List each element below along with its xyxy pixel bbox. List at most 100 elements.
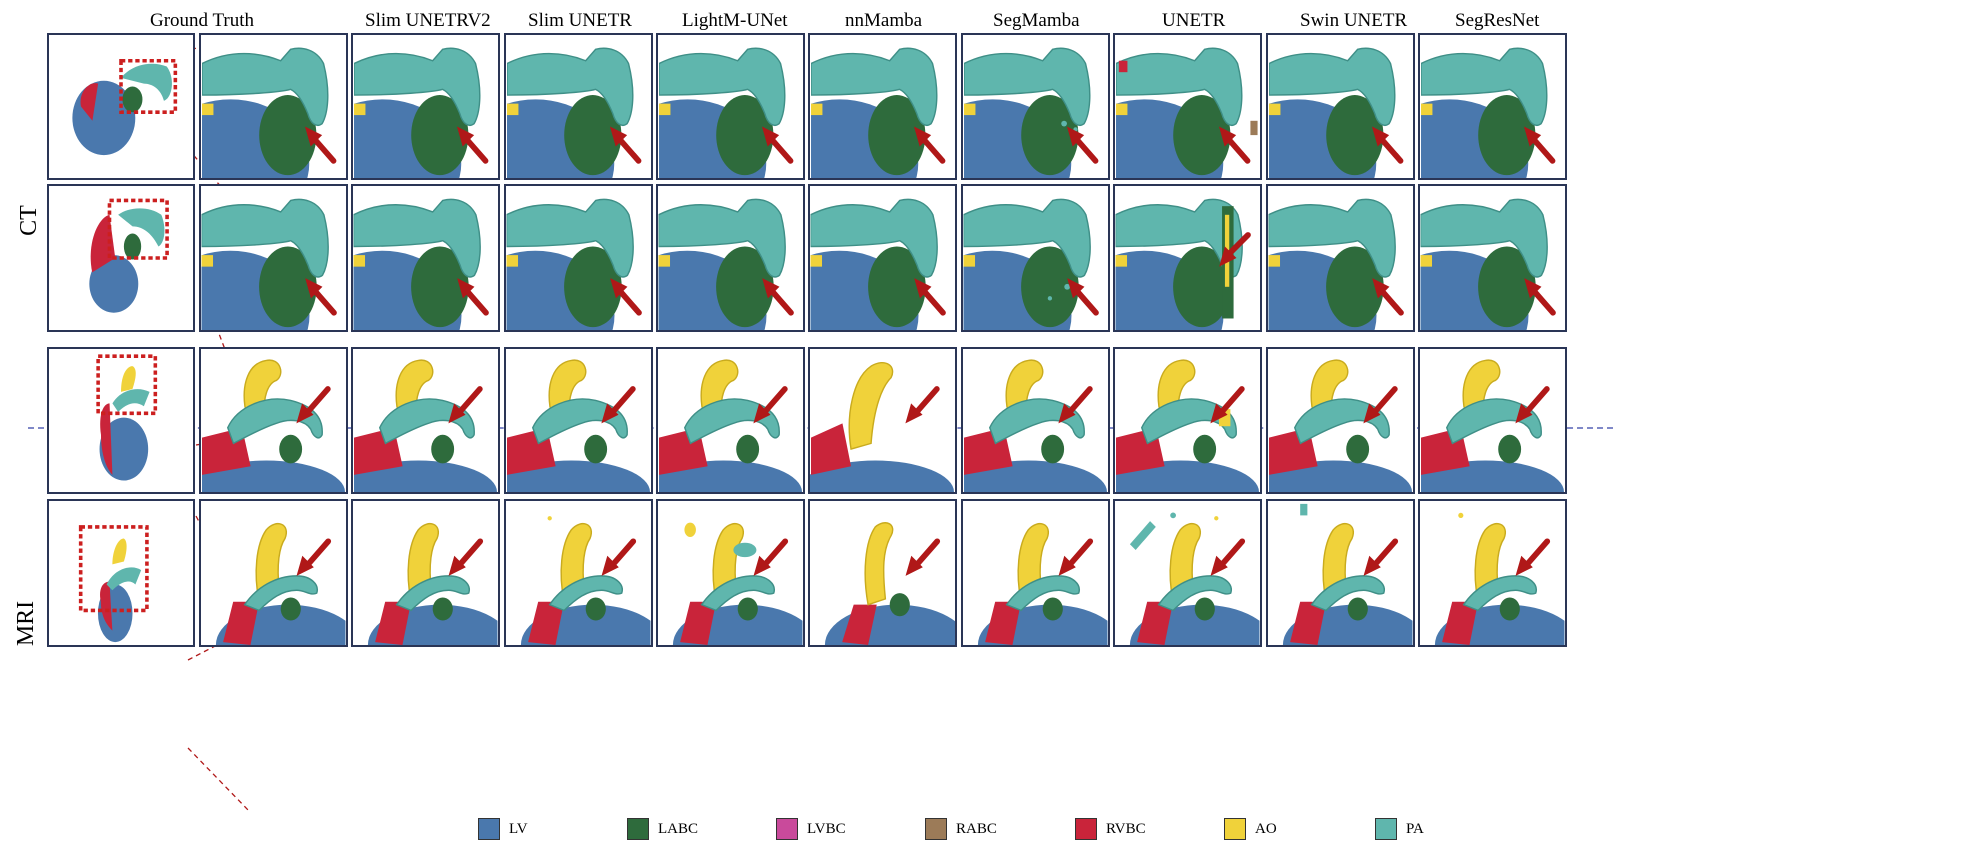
mri-row2-segresnet — [1418, 499, 1567, 647]
ct-row2-lightm-unet — [656, 184, 805, 332]
legend-swatch-rabc — [925, 818, 947, 840]
ct-row1-slim-unetr — [504, 33, 653, 180]
mri-segmentation-image — [963, 501, 1108, 645]
mri-segmentation-image — [506, 516, 651, 645]
column-title-nnmamba: nnMamba — [845, 10, 923, 31]
legend-label: LABC — [658, 820, 699, 837]
ct-row1-unetr — [1113, 33, 1262, 180]
ct-row2-segresnet — [1418, 184, 1567, 332]
mri-row2-segmamba — [961, 499, 1110, 647]
heart-overview-image — [72, 58, 178, 156]
ct-segmentation-image — [658, 35, 803, 178]
ct-row2-segmamba — [961, 184, 1110, 332]
ct-row2-slim-unetr — [504, 184, 653, 332]
ct-segmentation-image — [1115, 35, 1258, 178]
legend-label: AO — [1255, 820, 1277, 837]
legend-swatch-rvbc — [1075, 818, 1097, 840]
ct-segmentation-image — [353, 186, 498, 330]
ct-row1-segresnet — [1418, 33, 1567, 180]
legend-label: PA — [1406, 820, 1424, 837]
mri-segmentation-image — [658, 349, 803, 492]
mri-row1-unetr — [1113, 347, 1262, 494]
mri-row2-unetr — [1113, 499, 1262, 647]
mri-segmentation-image — [201, 349, 346, 492]
column-title-slim-unetrv2: Slim UNETRV2 — [365, 10, 491, 31]
mri-segmentation-image — [353, 349, 498, 492]
mri-segmentation-image — [1420, 512, 1565, 645]
column-title-segresnet: SegResNet — [1455, 10, 1540, 31]
mri-row1-slim-unetrv2 — [351, 347, 500, 494]
ct-row1-ground-truth-overview — [47, 33, 195, 180]
ct-row1-lightm-unet — [656, 33, 805, 180]
structure-legend: LV LABC LVBC RABC RVBC AO PA — [0, 818, 1970, 848]
legend-item-labc: LABC — [627, 818, 698, 840]
ct-segmentation-image — [810, 186, 955, 330]
heart-overview-image — [96, 354, 158, 481]
column-title-slim-unetr: Slim UNETR — [528, 10, 632, 31]
legend-item-ao: AO — [1224, 818, 1277, 840]
mri-segmentation-image — [1115, 349, 1260, 492]
legend-label: LVBC — [807, 820, 846, 837]
legend-swatch-labc — [627, 818, 649, 840]
mri-row2-ground-truth-zoom — [199, 499, 348, 647]
column-title-segmamba: SegMamba — [993, 10, 1080, 31]
column-title-unetr: UNETR — [1162, 10, 1226, 31]
legend-item-rvbc: RVBC — [1075, 818, 1146, 840]
column-title-lightm-unet: LightM-UNet — [682, 10, 788, 31]
mri-row2-swin-unetr — [1266, 499, 1415, 647]
legend-swatch-lvbc — [776, 818, 798, 840]
legend-item-rabc: RABC — [925, 818, 997, 840]
ct-segmentation-image — [963, 35, 1108, 178]
ct-row2-slim-unetrv2 — [351, 184, 500, 332]
mri-row2-slim-unetrv2 — [351, 499, 500, 647]
mri-row1-nnmamba — [808, 347, 957, 494]
ct-row1-swin-unetr — [1266, 33, 1415, 180]
ct-segmentation-image — [963, 186, 1108, 330]
ct-row2-unetr — [1113, 184, 1262, 332]
ct-segmentation-image — [1268, 35, 1413, 178]
legend-swatch-ao — [1224, 818, 1246, 840]
mri-segmentation-image — [1268, 503, 1413, 645]
column-title-swin-unetr: Swin UNETR — [1300, 10, 1408, 31]
legend-label: RABC — [956, 820, 997, 837]
row-label-mri: MRI — [13, 600, 40, 647]
mri-segmentation-image — [658, 522, 803, 645]
mri-segmentation-image — [201, 501, 346, 645]
ct-segmentation-image — [1268, 186, 1413, 330]
ct-row1-ground-truth-zoom — [199, 33, 348, 180]
mri-row2-slim-unetr — [504, 499, 653, 647]
ct-segmentation-image — [1420, 186, 1565, 330]
legend-swatch-pa — [1375, 818, 1397, 840]
mri-segmentation-image — [506, 349, 651, 492]
ct-segmentation-image — [201, 35, 346, 178]
ct-row2-nnmamba — [808, 184, 957, 332]
mri-row1-slim-unetr — [504, 347, 653, 494]
mri-row1-segmamba — [961, 347, 1110, 494]
mri-row1-segresnet — [1418, 347, 1567, 494]
mri-row2-nnmamba — [808, 499, 957, 647]
heart-overview-image — [89, 198, 169, 313]
ct-segmentation-image — [658, 186, 803, 330]
legend-item-lvbc: LVBC — [776, 818, 846, 840]
ct-row1-nnmamba — [808, 33, 957, 180]
heart-overview-image — [78, 525, 149, 643]
ct-segmentation-image — [353, 35, 498, 178]
ct-row2-ground-truth-zoom — [199, 184, 348, 332]
mri-row1-ground-truth-zoom — [199, 347, 348, 494]
ct-segmentation-image — [1420, 35, 1565, 178]
mri-row2-ground-truth-overview — [47, 499, 195, 647]
mri-segmentation-image — [1420, 349, 1565, 492]
ct-segmentation-image — [201, 186, 346, 330]
mri-segmentation-image — [1115, 512, 1260, 645]
mri-row2-lightm-unet — [656, 499, 805, 647]
column-title-ground-truth: Ground Truth — [150, 10, 254, 31]
mri-segmentation-image — [963, 349, 1108, 492]
ct-segmentation-image — [1115, 186, 1260, 330]
mri-row1-ground-truth-overview — [47, 347, 195, 494]
mri-row1-swin-unetr — [1266, 347, 1415, 494]
row-label-ct: CT — [15, 205, 42, 236]
mri-row1-lightm-unet — [656, 347, 805, 494]
mri-segmentation-image — [824, 522, 955, 645]
legend-label: RVBC — [1106, 820, 1146, 837]
mri-segmentation-image — [810, 362, 954, 492]
